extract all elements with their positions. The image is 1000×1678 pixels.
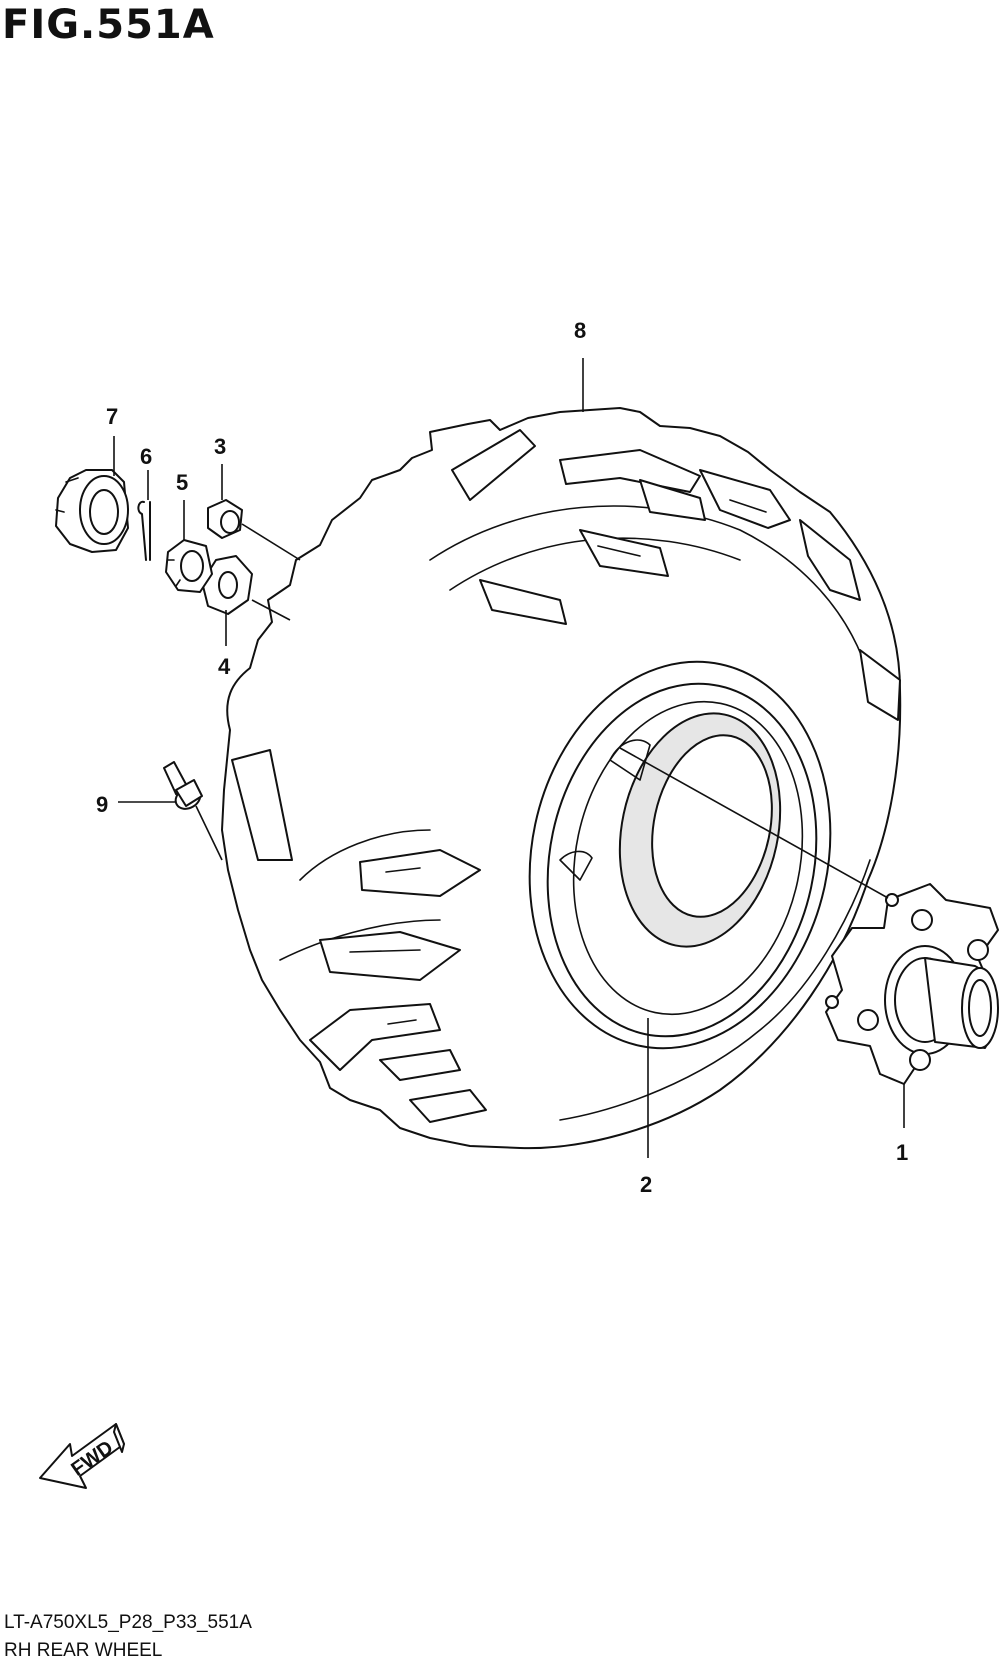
callout-7: 7 bbox=[106, 404, 118, 429]
callout-6: 6 bbox=[140, 444, 152, 469]
callout-8: 8 bbox=[574, 318, 586, 343]
tire-8[interactable] bbox=[221, 407, 902, 1150]
cotter-pin-6[interactable] bbox=[137, 500, 151, 561]
valve-stem-9[interactable] bbox=[163, 761, 204, 813]
assembly-name: RH REAR WHEEL bbox=[4, 1640, 163, 1661]
callout-2: 2 bbox=[640, 1172, 652, 1197]
fwd-direction-arrow: FWD bbox=[39, 1423, 125, 1489]
figure-title: FIG.551A bbox=[2, 2, 215, 48]
callout-4: 4 bbox=[218, 654, 231, 679]
castle-nut-5[interactable] bbox=[165, 539, 213, 593]
callout-1: 1 bbox=[896, 1140, 908, 1165]
callout-3: 3 bbox=[214, 434, 226, 459]
callout-9: 9 bbox=[96, 792, 108, 817]
leader-lines bbox=[113, 358, 905, 1158]
hub-cap-7[interactable] bbox=[55, 469, 129, 553]
callout-5: 5 bbox=[176, 470, 188, 495]
rear-hub-1[interactable] bbox=[825, 883, 999, 1085]
nut-3[interactable] bbox=[207, 499, 243, 539]
model-code: LT-A750XL5_P28_P33_551A bbox=[4, 1612, 252, 1633]
